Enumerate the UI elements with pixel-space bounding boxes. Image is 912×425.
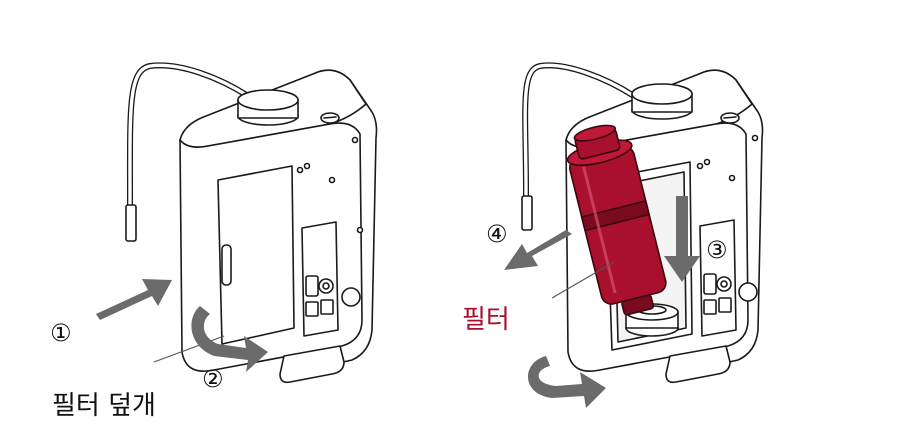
- right-unit-base: [665, 345, 731, 384]
- step-2-marker: ②: [202, 365, 224, 393]
- step3-arrow: [664, 196, 700, 282]
- filter-label: 필터: [462, 305, 510, 335]
- left-side-button: [341, 287, 361, 307]
- step2-arrow: [191, 306, 268, 372]
- step-3-marker: ③: [706, 236, 728, 264]
- right-spout-tip: [521, 195, 533, 231]
- left-unit-base: [279, 345, 345, 384]
- filter-cover-label: 필터 덮개: [52, 391, 156, 421]
- left-filter-cover: [217, 165, 295, 345]
- left-top-knob: [237, 89, 299, 111]
- right-top-knob: [631, 83, 693, 105]
- left-cover-handle: [221, 244, 232, 286]
- filter-leader-line: [551, 261, 615, 299]
- filter-cartridge: [566, 124, 667, 316]
- step-1-marker: ①: [50, 319, 72, 347]
- step-4-marker: ④: [486, 220, 508, 248]
- cover-leader-line: [153, 335, 225, 363]
- left-spout-tip: [125, 204, 137, 242]
- return-curved-arrow: [527, 356, 606, 408]
- left-purifier-unit: [125, 62, 378, 384]
- step4-arrow: [504, 230, 572, 270]
- step1-arrow: [96, 279, 172, 320]
- right-side-button: [738, 282, 758, 302]
